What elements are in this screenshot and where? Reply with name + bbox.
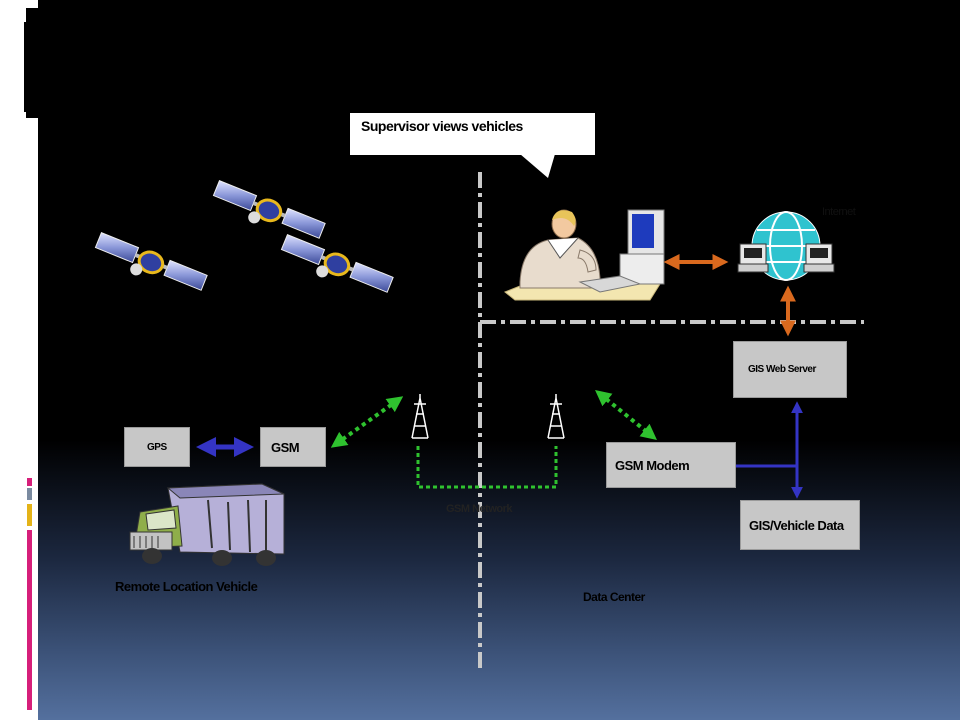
gsm-box: GSM — [260, 427, 326, 467]
gsm-to-tower-arrow — [336, 400, 398, 444]
internet-label: Internet — [822, 206, 855, 218]
gsm-network-link — [418, 446, 556, 487]
cell-tower-icon — [412, 394, 428, 438]
remote-vehicle-label: Remote Location Vehicle — [115, 579, 257, 594]
tower-to-modem-arrow — [600, 394, 652, 436]
gps-box: GPS — [124, 427, 190, 467]
truck-icon — [130, 484, 284, 566]
satellite-icon — [91, 232, 207, 301]
satellite-icon — [209, 180, 325, 249]
gis-web-server-box: GIS Web Server — [733, 341, 847, 398]
data-center-label: Data Center — [583, 590, 645, 604]
internet-globe-icon — [738, 212, 834, 280]
supervisor-computer-icon — [505, 210, 664, 300]
satellite-icon — [277, 234, 393, 303]
gsm-network-label: GSM Network — [446, 503, 512, 515]
gis-vehicle-data-box: GIS/Vehicle Data — [740, 500, 860, 550]
gsm-modem-box: GSM Modem — [606, 442, 736, 488]
callout-text: Supervisor views vehicles — [361, 118, 523, 134]
cell-tower-icon — [548, 394, 564, 438]
